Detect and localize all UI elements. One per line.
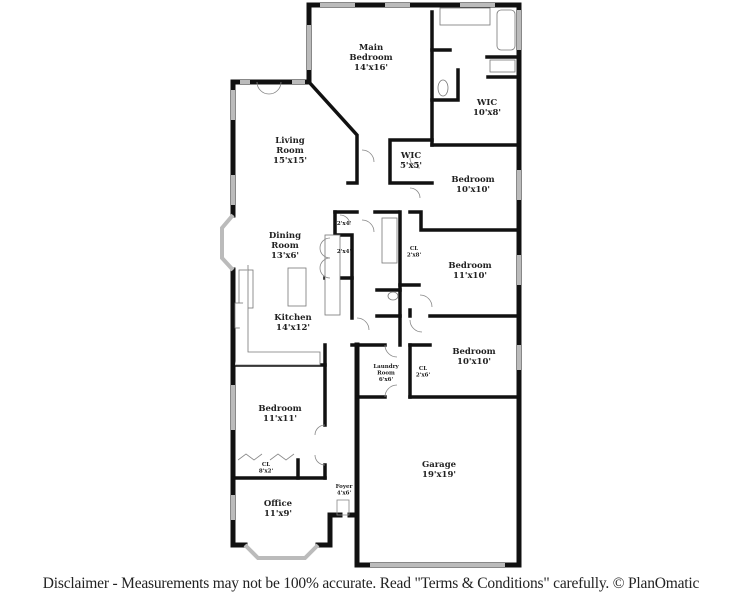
- room-name: Laundry: [373, 364, 399, 370]
- room-dimensions: 2'x4': [337, 249, 352, 255]
- doors: [237, 81, 433, 516]
- room-name: Bedroom: [258, 404, 301, 414]
- room-dimensions: 6'x6': [379, 377, 394, 383]
- room-dimensions: 11'x10': [453, 271, 487, 281]
- room-name: CL: [262, 462, 270, 468]
- room-dimensions: 14'x16': [354, 63, 388, 73]
- room-dimensions: 10'x10': [456, 185, 490, 195]
- room-name: Bedroom: [349, 53, 392, 63]
- room-name: Bedroom: [451, 175, 494, 185]
- room-dimensions: 2'x4': [337, 221, 352, 227]
- room-name: Foyer: [336, 484, 353, 490]
- room-name: Dining: [269, 231, 301, 241]
- double-vanity: [439, 7, 491, 26]
- room-name: Office: [264, 499, 293, 509]
- room-dimensions: 15'x15': [273, 156, 307, 166]
- room-name: Bedroom: [452, 347, 495, 357]
- room-name: Garage: [422, 460, 457, 470]
- room-dimensions: 2'x6': [416, 373, 431, 379]
- bay-windows: [220, 213, 320, 560]
- room-dimensions: 13'x6': [271, 251, 299, 261]
- room-dimensions: 11'x9': [264, 509, 292, 519]
- room-label: 2'x4': [337, 249, 352, 255]
- room-dimensions: 10'x10': [457, 357, 491, 367]
- room-name: CL: [410, 246, 418, 252]
- room-dimensions: 2'x8': [407, 253, 422, 259]
- room-dimensions: 14'x12': [276, 323, 310, 333]
- room-dimensions: 11'x11': [263, 414, 297, 424]
- room-label: 2'x4': [337, 221, 352, 227]
- exterior-walls: [230, 2, 522, 568]
- room-dimensions: 5'x5': [400, 161, 422, 171]
- hall-bathtub: [381, 217, 398, 264]
- room-name: Room: [271, 241, 298, 251]
- toilet: [437, 79, 449, 97]
- hall-toilet: [387, 291, 399, 301]
- disclaimer-text: Disclaimer - Measurements may not be 100…: [42, 575, 700, 592]
- room-name: Kitchen: [274, 313, 312, 323]
- room-name: CL: [419, 366, 427, 372]
- fixtures: [234, 7, 516, 366]
- room-dimensions: 10'x8': [473, 108, 501, 118]
- windows: [231, 3, 521, 567]
- shower: [489, 59, 516, 73]
- room-dimensions: 8'x2': [259, 469, 274, 475]
- room-name: Room: [377, 371, 395, 377]
- room-dimensions: 19'x19': [422, 470, 456, 480]
- room-name: Room: [276, 146, 303, 156]
- kitchen-counter-run: [235, 265, 321, 366]
- kitchen-island: [287, 267, 307, 307]
- room-name: Living: [275, 136, 305, 146]
- pantry-counter: [324, 234, 341, 316]
- bathtub: [496, 9, 516, 51]
- room-name: Bedroom: [448, 261, 491, 271]
- room-name: WIC: [400, 151, 422, 161]
- room-name: WIC: [476, 98, 498, 108]
- room-name: Main: [359, 43, 383, 53]
- room-dimensions: 4'x6': [337, 491, 352, 497]
